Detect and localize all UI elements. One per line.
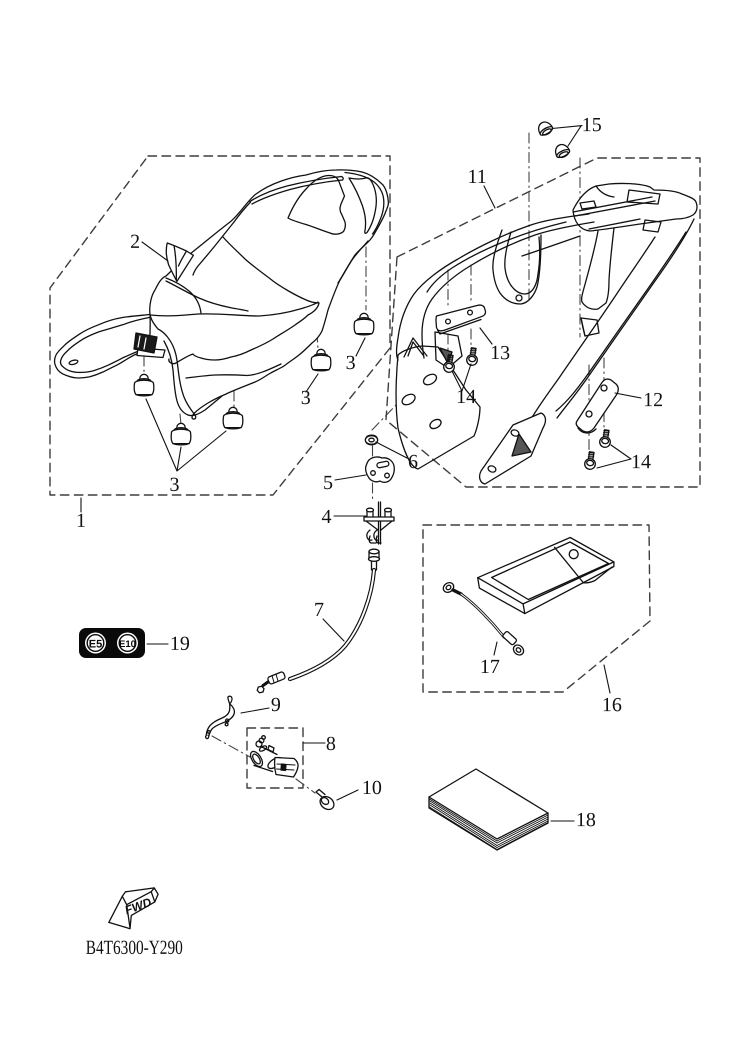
svg-text:17: 17	[480, 656, 500, 678]
svg-text:FWD: FWD	[123, 895, 154, 918]
svg-text:7: 7	[314, 599, 324, 621]
svg-text:14: 14	[456, 386, 476, 408]
svg-text:11: 11	[468, 166, 487, 188]
svg-text:5: 5	[323, 472, 333, 494]
svg-text:13: 13	[490, 342, 510, 364]
svg-text:E5: E5	[89, 638, 102, 650]
svg-text:15: 15	[582, 114, 602, 136]
svg-text:19: 19	[170, 633, 190, 655]
svg-text:10: 10	[362, 777, 382, 799]
svg-text:9: 9	[271, 694, 281, 716]
svg-text:B4T6300-Y290: B4T6300-Y290	[86, 937, 183, 959]
svg-text:4: 4	[321, 506, 331, 528]
svg-text:3: 3	[301, 387, 311, 409]
svg-text:16: 16	[602, 694, 622, 716]
svg-text:12: 12	[643, 389, 663, 411]
svg-text:1: 1	[76, 510, 86, 532]
svg-text:3: 3	[170, 474, 180, 496]
svg-text:E10: E10	[119, 639, 136, 650]
svg-text:6: 6	[408, 451, 418, 473]
svg-text:8: 8	[326, 733, 336, 755]
svg-text:2: 2	[130, 231, 140, 253]
svg-text:14: 14	[631, 451, 651, 473]
svg-text:18: 18	[576, 809, 596, 831]
svg-text:3: 3	[346, 352, 356, 374]
